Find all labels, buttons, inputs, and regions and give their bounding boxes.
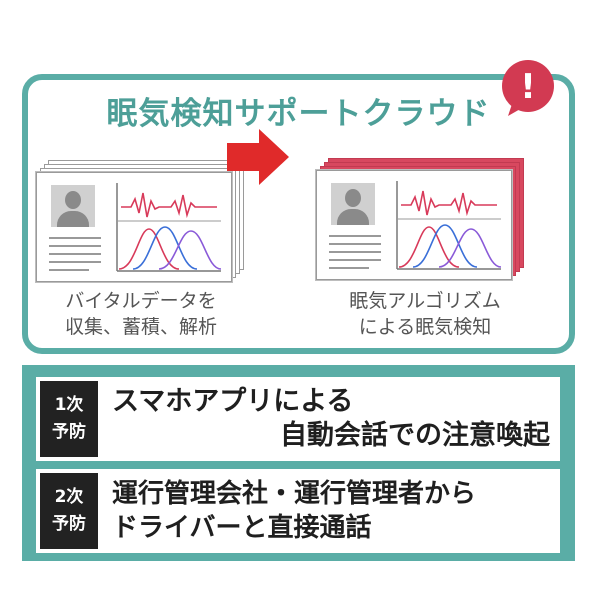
caption-line: による眠気検知	[358, 316, 492, 338]
caption-line: 収集、蓄積、解析	[64, 316, 217, 338]
alert-exclamation-icon: !	[502, 60, 554, 116]
primary-prevention-text: スマホアプリによる 自動会話での注意喚起	[112, 377, 550, 461]
row-line: ドライバーと直接通話	[112, 513, 372, 543]
row-line: スマホアプリによる	[112, 386, 354, 417]
row-line: 自動会話での注意喚起	[280, 420, 550, 451]
caption-sleepiness-detection: 眠気アルゴリズム による眠気検知	[320, 288, 530, 340]
prevention-panel: 1次 予防 スマホアプリによる 自動会話での注意喚起 2次 予防 運行管理会社・…	[22, 365, 575, 561]
detection-card-stack	[316, 158, 526, 283]
primary-prevention-row: 1次 予防 スマホアプリによる 自動会話での注意喚起	[36, 377, 560, 461]
secondary-prevention-badge: 2次 予防	[40, 473, 98, 549]
vital-data-card-stack	[36, 160, 246, 285]
secondary-prevention-row: 2次 予防 運行管理会社・運行管理者から ドライバーと直接通話	[36, 469, 560, 553]
primary-prevention-badge: 1次 予防	[40, 381, 98, 457]
secondary-prevention-text: 運行管理会社・運行管理者から ドライバーと直接通話	[112, 469, 550, 553]
caption-vital-data: バイタルデータを 収集、蓄積、解析	[36, 288, 246, 340]
vital-graph-icon	[396, 181, 502, 270]
vital-graph-icon	[116, 183, 222, 272]
right-arrow-icon	[227, 129, 289, 185]
row-line: 運行管理会社・運行管理者から	[112, 479, 477, 509]
alert-symbol: !	[520, 67, 536, 107]
avatar-icon	[51, 185, 95, 227]
badge-line: 2次	[54, 487, 84, 507]
profile-card	[316, 170, 512, 280]
caption-line: 眠気アルゴリズム	[349, 290, 501, 312]
avatar-icon	[331, 183, 375, 225]
profile-card	[36, 172, 232, 282]
panel-title: 眠気検知サポートクラウド	[106, 96, 491, 132]
badge-line: 予防	[52, 422, 86, 442]
badge-line: 1次	[54, 395, 84, 415]
caption-line: バイタルデータを	[65, 290, 217, 312]
badge-line: 予防	[52, 514, 86, 534]
